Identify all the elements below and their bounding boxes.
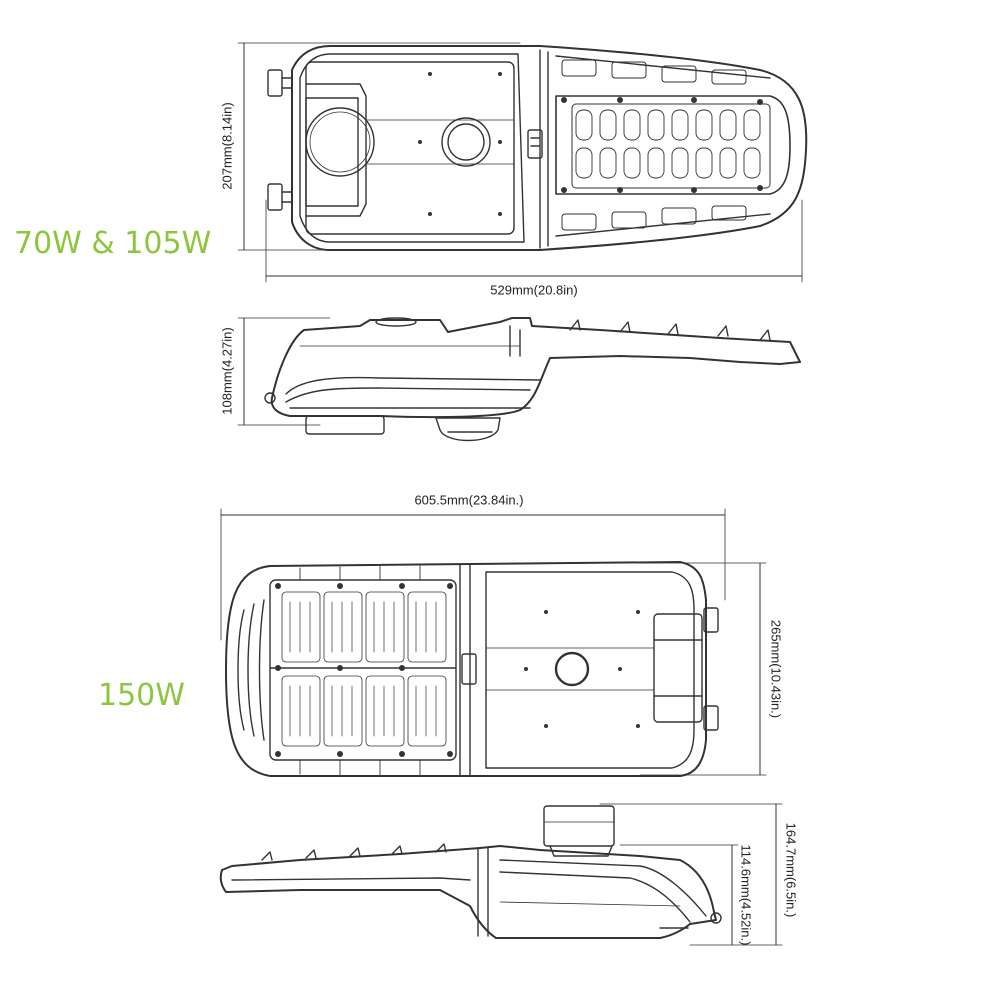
dim-small-height: 207mm(8.14in): [219, 102, 235, 190]
dim-large-side-total: 164.7mm(6.5in.): [783, 822, 799, 918]
model-label-small: 70W & 105W: [14, 226, 212, 261]
small-top-view: [237, 42, 808, 283]
dim-large-length: 605.5mm(23.84in.): [414, 492, 524, 508]
dim-large-side-body: 114.6mm(4.52in.): [738, 844, 754, 946]
model-label-large: 150W: [98, 678, 185, 713]
dim-small-side-height: 108mm(4.27in): [219, 327, 235, 415]
large-side-view: [219, 803, 783, 946]
large-top-view: [220, 508, 767, 777]
small-side-view: [237, 317, 801, 442]
dim-large-width: 265mm(10.43in.): [768, 619, 784, 719]
dim-small-length: 529mm(20.8in): [490, 282, 578, 298]
